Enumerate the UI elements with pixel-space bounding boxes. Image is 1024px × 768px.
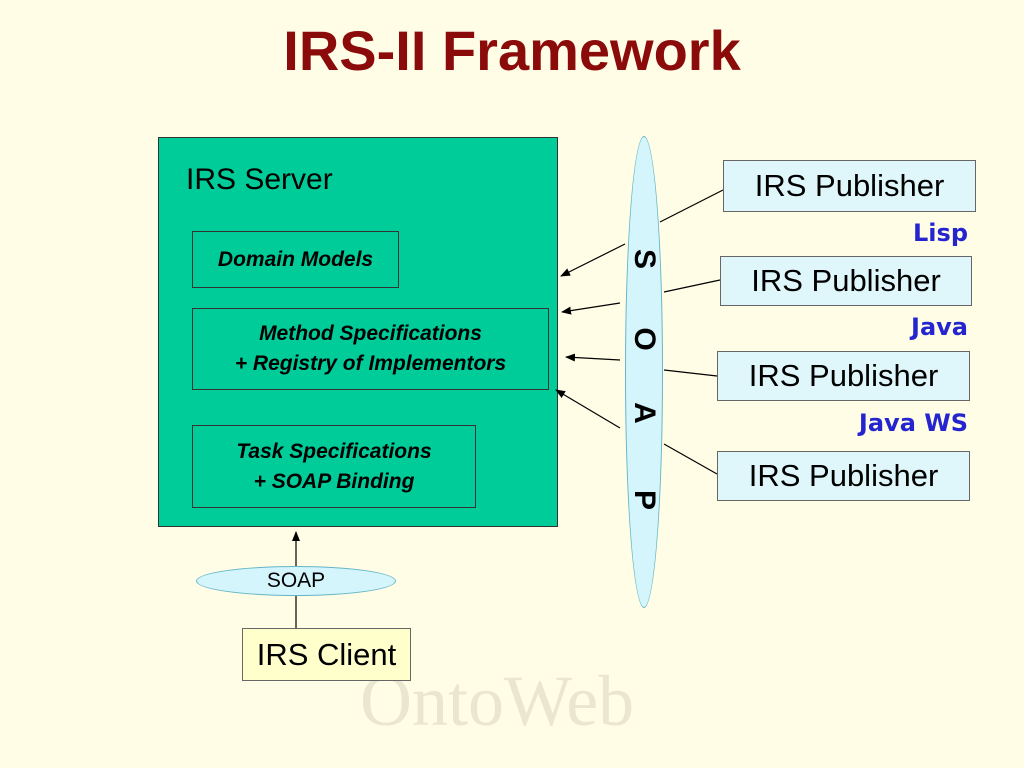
soap-letter-p: P — [628, 489, 661, 510]
line-publisher-2 — [663, 279, 721, 293]
soap-letter-s: S — [628, 248, 661, 269]
irs-publisher-lisp: IRS Publisher — [723, 160, 976, 212]
irs-publisher-label: IRS Publisher — [748, 458, 939, 493]
task-specifications-line-1: Task Specifications — [236, 439, 432, 463]
client-soap-ellipse: SOAP — [196, 566, 396, 596]
irs-server-title: IRS Server — [186, 163, 333, 196]
line-publisher-1 — [659, 189, 724, 223]
domain-models-box: Domain Models — [192, 231, 399, 288]
arrow-publisher-4 — [555, 389, 621, 429]
method-specifications-box: Method Specifications + Registry of Impl… — [192, 308, 549, 390]
irs-client-box: IRS Client — [242, 628, 411, 681]
soap-letter-o: O — [628, 327, 661, 351]
domain-models-label: Domain Models — [217, 247, 374, 271]
irs-publisher-label: IRS Publisher — [748, 358, 939, 393]
arrow-publisher-3 — [565, 353, 621, 362]
task-specifications-line-2: + SOAP Binding — [253, 469, 415, 493]
page-title: IRS-II Framework — [283, 19, 741, 82]
task-specifications-box: Task Specifications + SOAP Binding — [192, 425, 476, 508]
irs-publisher-4: IRS Publisher — [717, 451, 970, 501]
line-publisher-4 — [663, 443, 718, 475]
client-soap-label: SOAP — [266, 569, 326, 592]
language-label-lisp: Lisp — [913, 219, 968, 247]
soap-bus — [625, 136, 663, 608]
language-label-java-ws: Java WS — [858, 409, 968, 437]
irs-publisher-java-ws: IRS Publisher — [717, 351, 970, 401]
irs-server-box — [158, 137, 558, 527]
irs-publisher-java: IRS Publisher — [720, 256, 972, 306]
method-specifications-line-1: Method Specifications — [259, 322, 482, 345]
soap-letter-a: A — [628, 402, 661, 424]
arrow-publisher-2 — [561, 302, 621, 315]
arrow-publisher-1 — [560, 243, 626, 277]
irs-publisher-label: IRS Publisher — [751, 263, 941, 298]
irs-client-label: IRS Client — [256, 636, 397, 672]
language-label-java: Java — [911, 313, 968, 341]
line-publisher-3 — [663, 369, 718, 377]
method-specifications-line-2: + Registry of Implementors — [234, 352, 507, 375]
irs-publisher-label: IRS Publisher — [754, 168, 945, 203]
